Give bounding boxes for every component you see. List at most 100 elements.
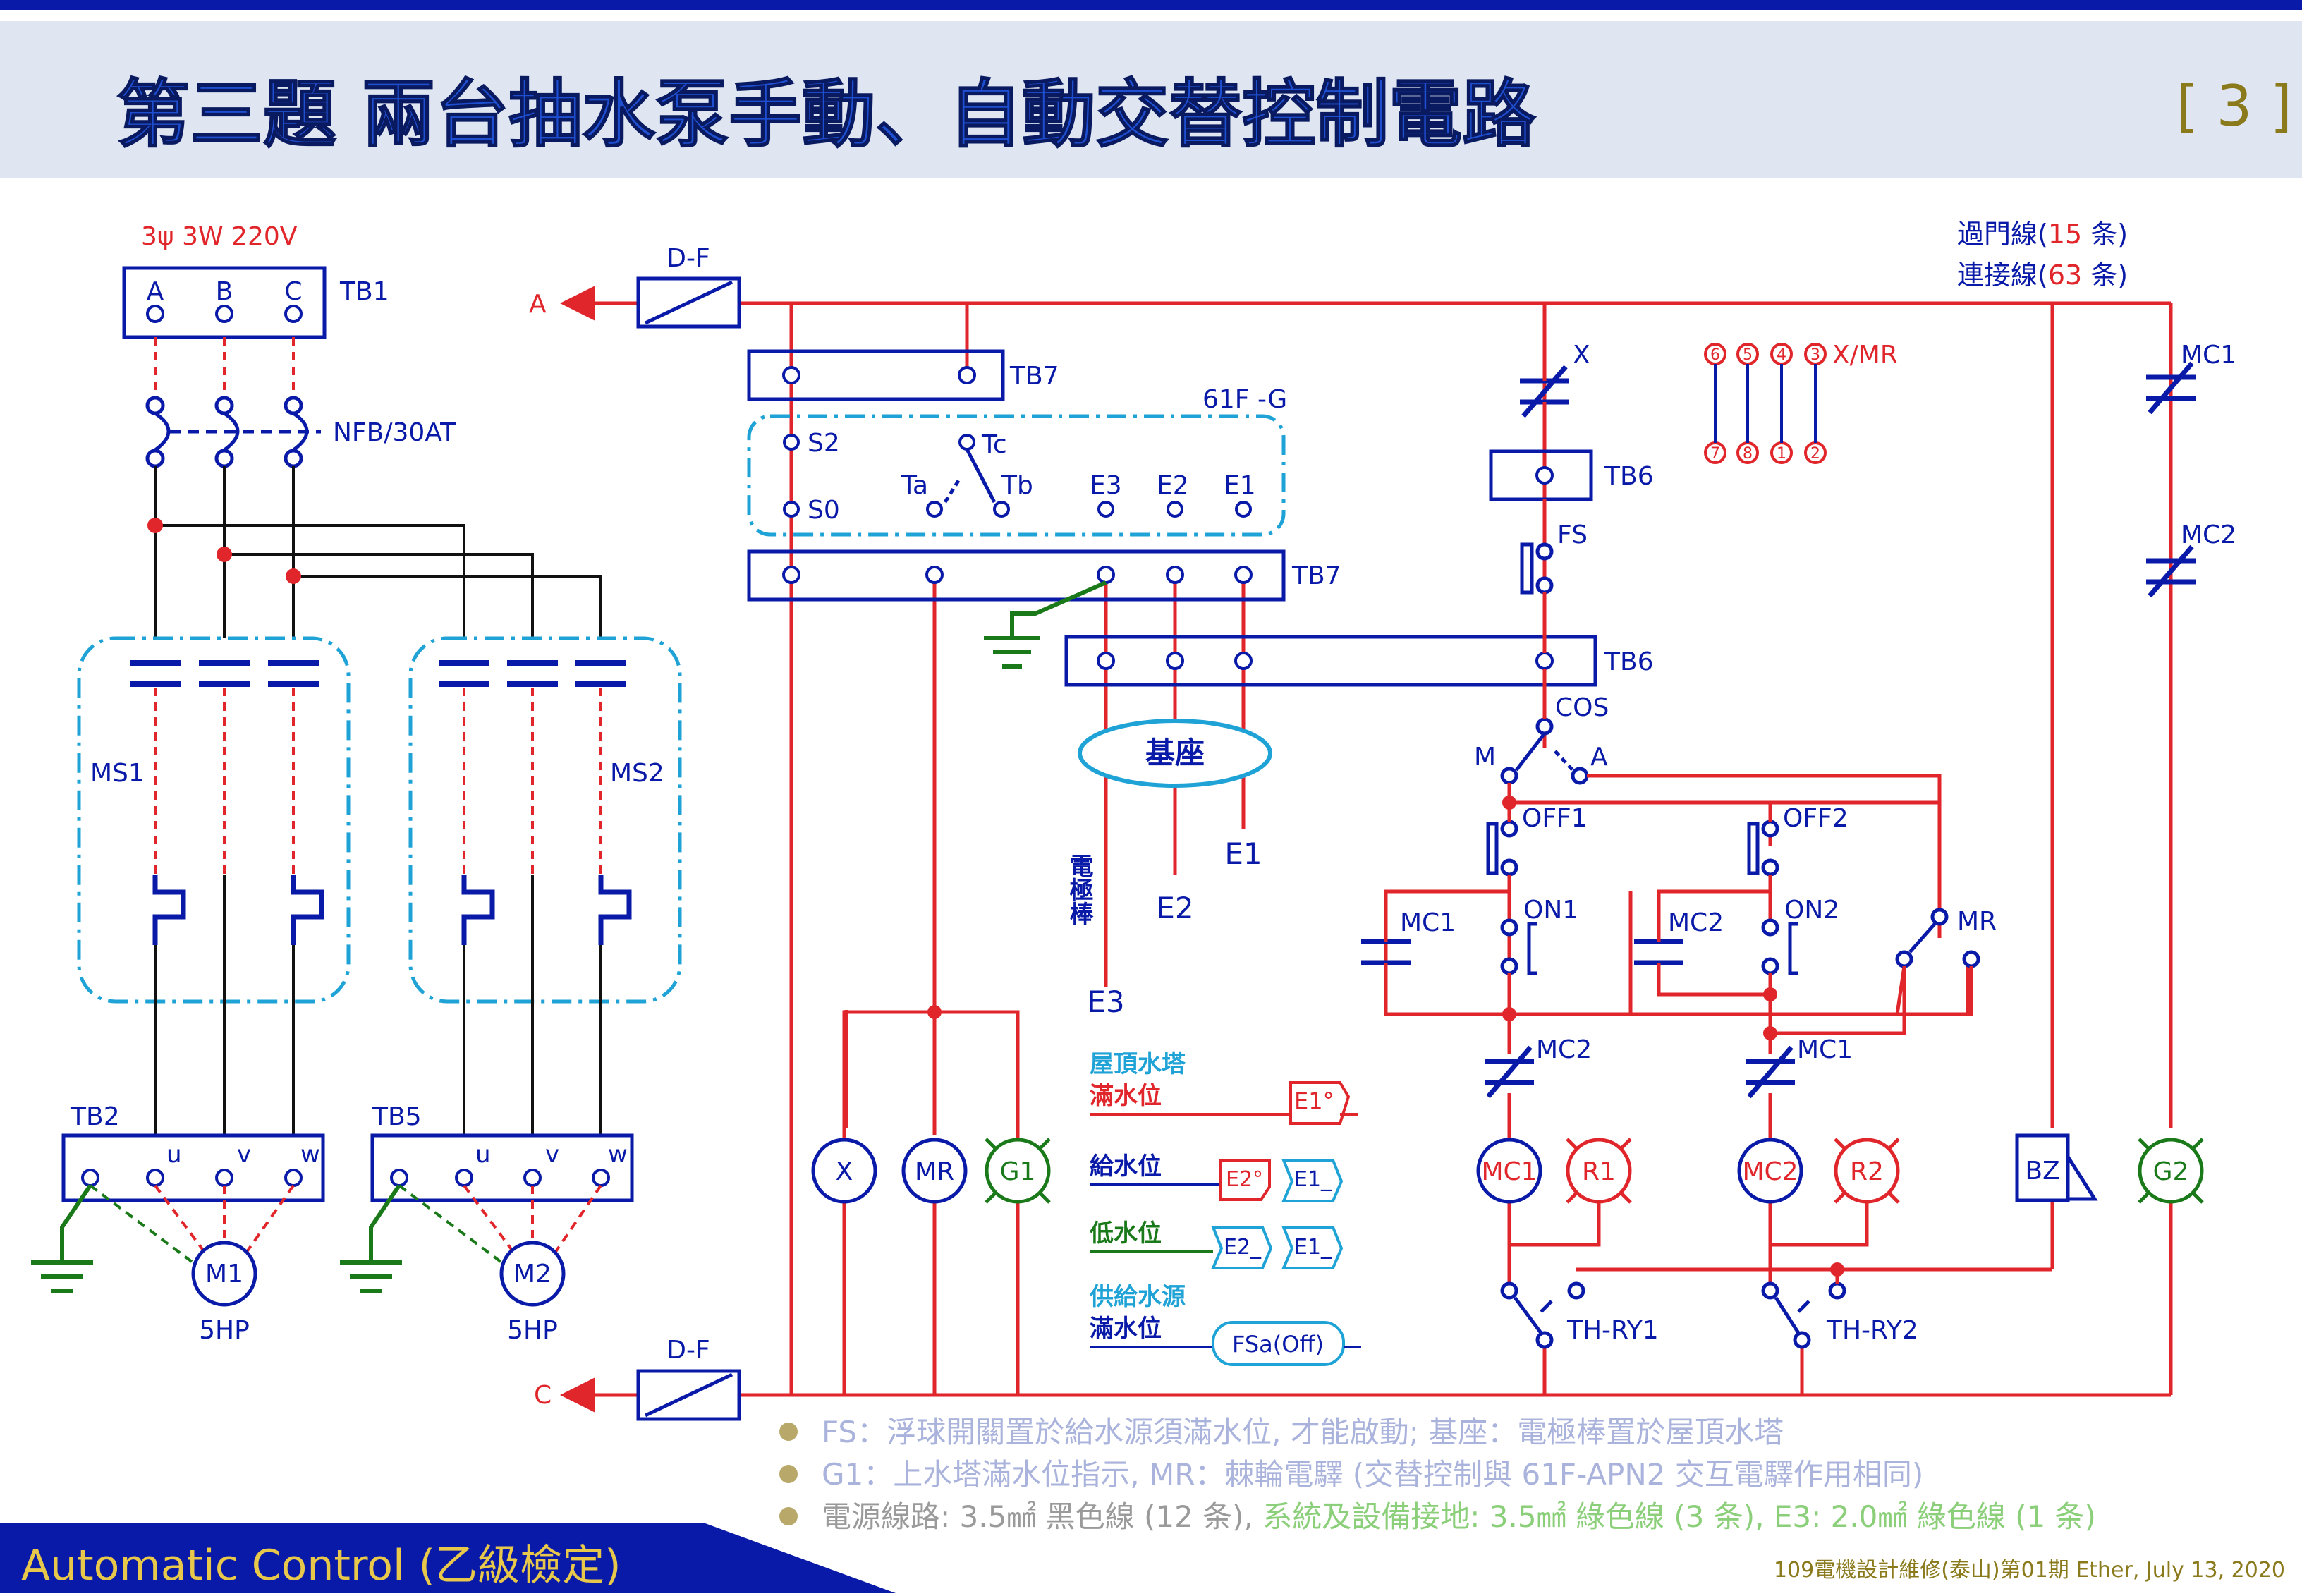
coils-lamps [811, 1138, 2204, 1204]
base-ellipse [1078, 719, 1272, 788]
tb5-label: TB5 [372, 1102, 422, 1131]
cos-switch [1500, 717, 1589, 785]
r1-lamp-label: R1 [1582, 1157, 1616, 1186]
svg-text:1: 1 [1777, 445, 1786, 463]
page-tag: [ 3 ] [2176, 73, 2292, 139]
motor-ground-wires [89, 1184, 508, 1267]
svg-text:FSa(Off): FSa(Off) [1232, 1331, 1324, 1358]
cos-m-label: M [1474, 743, 1496, 772]
e2-bottom-label: E2 [1156, 891, 1193, 925]
ms1-label: MS1 [90, 759, 145, 788]
mc2-coil-label: MC2 [1742, 1157, 1798, 1186]
m2-hp: 5HP [507, 1316, 558, 1345]
m1-label: M1 [205, 1260, 243, 1289]
svg-text:w: w [608, 1140, 628, 1169]
nfb-label: NFB/30AT [333, 418, 456, 447]
mr-coil-label: MR [915, 1157, 954, 1186]
svg-text:w: w [300, 1140, 320, 1169]
ms-internal-wires [154, 688, 602, 875]
right-nc-contacts [2146, 361, 2196, 598]
base-label: 基座 [1145, 736, 1205, 770]
svg-text:滿水位: 滿水位 [1090, 1315, 1162, 1343]
line-a-label: A [529, 290, 547, 319]
e3-bottom-label: E3 [1087, 985, 1124, 1019]
xmr-label: X/MR [1832, 341, 1898, 370]
relay-61f-label: 61F -G [1202, 385, 1287, 414]
footer-brand: Automatic Control(乙級檢定) [21, 1541, 621, 1590]
tb7-top-label: TB7 [1009, 362, 1059, 391]
g2-lamp-label: G2 [2153, 1157, 2189, 1186]
svg-text:u: u [166, 1140, 182, 1169]
tb6-long-label: TB6 [1604, 647, 1654, 676]
r2-lamp-label: R2 [1850, 1157, 1884, 1186]
motor-m1 [191, 1241, 257, 1307]
notes: FS：浮球開關置於給水源須滿水位, 才能啟動; 基座：電極棒置於屋頂水塔 G1：… [779, 1415, 2096, 1534]
svg-text:v: v [237, 1140, 251, 1169]
page-title: 第三題 兩台抽水泵手動、自動交替控制電路 [116, 71, 1536, 157]
tb7-top-block [747, 349, 1005, 401]
header-band [0, 21, 2302, 178]
tb1-label: TB1 [339, 277, 389, 306]
tb5-block [370, 1133, 634, 1202]
svg-text:v: v [545, 1140, 559, 1169]
interlock-contacts [1485, 1045, 1795, 1099]
mr-contact [1895, 908, 1980, 968]
m1-hp: 5HP [199, 1316, 250, 1345]
on2-label: ON2 [1784, 896, 1839, 925]
tb7-bottom-block [747, 549, 1286, 602]
footer-credit: 109電機設計維修(泰山)第01期 Ether, July 13, 2020 [1774, 1558, 2285, 1583]
off-buttons [1486, 820, 1779, 877]
mc1-coil-label: MC1 [1481, 1157, 1537, 1186]
note-2: G1：上水塔滿水位指示, MR：棘輪電驛 (交替控制與 61F-APN2 交互電… [822, 1457, 1923, 1492]
motor-wires [154, 1184, 602, 1258]
svg-text:4: 4 [1777, 346, 1786, 364]
svg-text:供給水源: 供給水源 [1089, 1283, 1186, 1311]
svg-text:過門線(15 条): 過門線(15 条) [1957, 219, 2128, 250]
tb1-terminals [146, 305, 303, 323]
svg-text:E1_: E1_ [1294, 1167, 1332, 1192]
e3-ground-icon [984, 580, 1107, 669]
svg-text:低水位: 低水位 [1090, 1219, 1162, 1248]
tb6-small-block [1489, 449, 1593, 501]
thermal-overloads [152, 875, 632, 945]
motor-m2 [499, 1241, 566, 1307]
e3-top-label: E3 [1090, 471, 1122, 500]
e1-top-label: E1 [1224, 471, 1256, 500]
ms1-box [77, 636, 351, 1004]
svg-text:連接線(63 条): 連接線(63 条) [1957, 260, 2128, 291]
mc2-interlock-label: MC2 [1536, 1035, 1592, 1064]
e2-top-label: E2 [1157, 471, 1189, 500]
phase-b-label: B [216, 277, 233, 306]
tb-label: Tb [1001, 471, 1033, 500]
holding-contacts [1361, 939, 1683, 965]
line-c-label: C [534, 1381, 552, 1410]
thry1-label: TH-RY1 [1566, 1316, 1659, 1345]
tb6-long-block [1064, 635, 1597, 687]
svg-text:滿水位: 滿水位 [1090, 1082, 1162, 1110]
mc1-hold-label: MC1 [1400, 908, 1456, 937]
tb-terminal-letters: u v w u v w [166, 1140, 628, 1169]
x-contact-label: X [1573, 341, 1590, 370]
tc-label: Tc [981, 430, 1007, 459]
tb2-tb5-terminals [81, 1169, 610, 1187]
g1-lamp-label: G1 [1000, 1157, 1036, 1186]
supply-label: 3ψ 3W 220V [141, 222, 298, 251]
mc2-right-label: MC2 [2181, 520, 2236, 549]
indicator-branch [842, 1012, 1020, 1395]
mc2-hold-label: MC2 [1668, 908, 1724, 937]
control-wiring [789, 303, 2173, 1395]
svg-text:E2°: E2° [1226, 1167, 1263, 1192]
mc1-interlock-label: MC1 [1797, 1035, 1853, 1064]
m2-label: M2 [513, 1260, 552, 1289]
wire-counts: 過門線(15 条) 連接線(63 条) [1957, 219, 2128, 291]
svg-text:屋頂水塔: 屋頂水塔 [1090, 1050, 1186, 1078]
tb7-bottom-label: TB7 [1291, 561, 1341, 590]
cos-label: COS [1555, 693, 1609, 722]
svg-text:5: 5 [1743, 346, 1753, 364]
junction-dot [927, 1005, 942, 1019]
ms-output-wires [154, 875, 602, 1135]
control-rails [560, 286, 2171, 1413]
df-top-label: D-F [666, 244, 710, 273]
ms2-label: MS2 [610, 759, 664, 788]
ground-icon [31, 1184, 402, 1293]
